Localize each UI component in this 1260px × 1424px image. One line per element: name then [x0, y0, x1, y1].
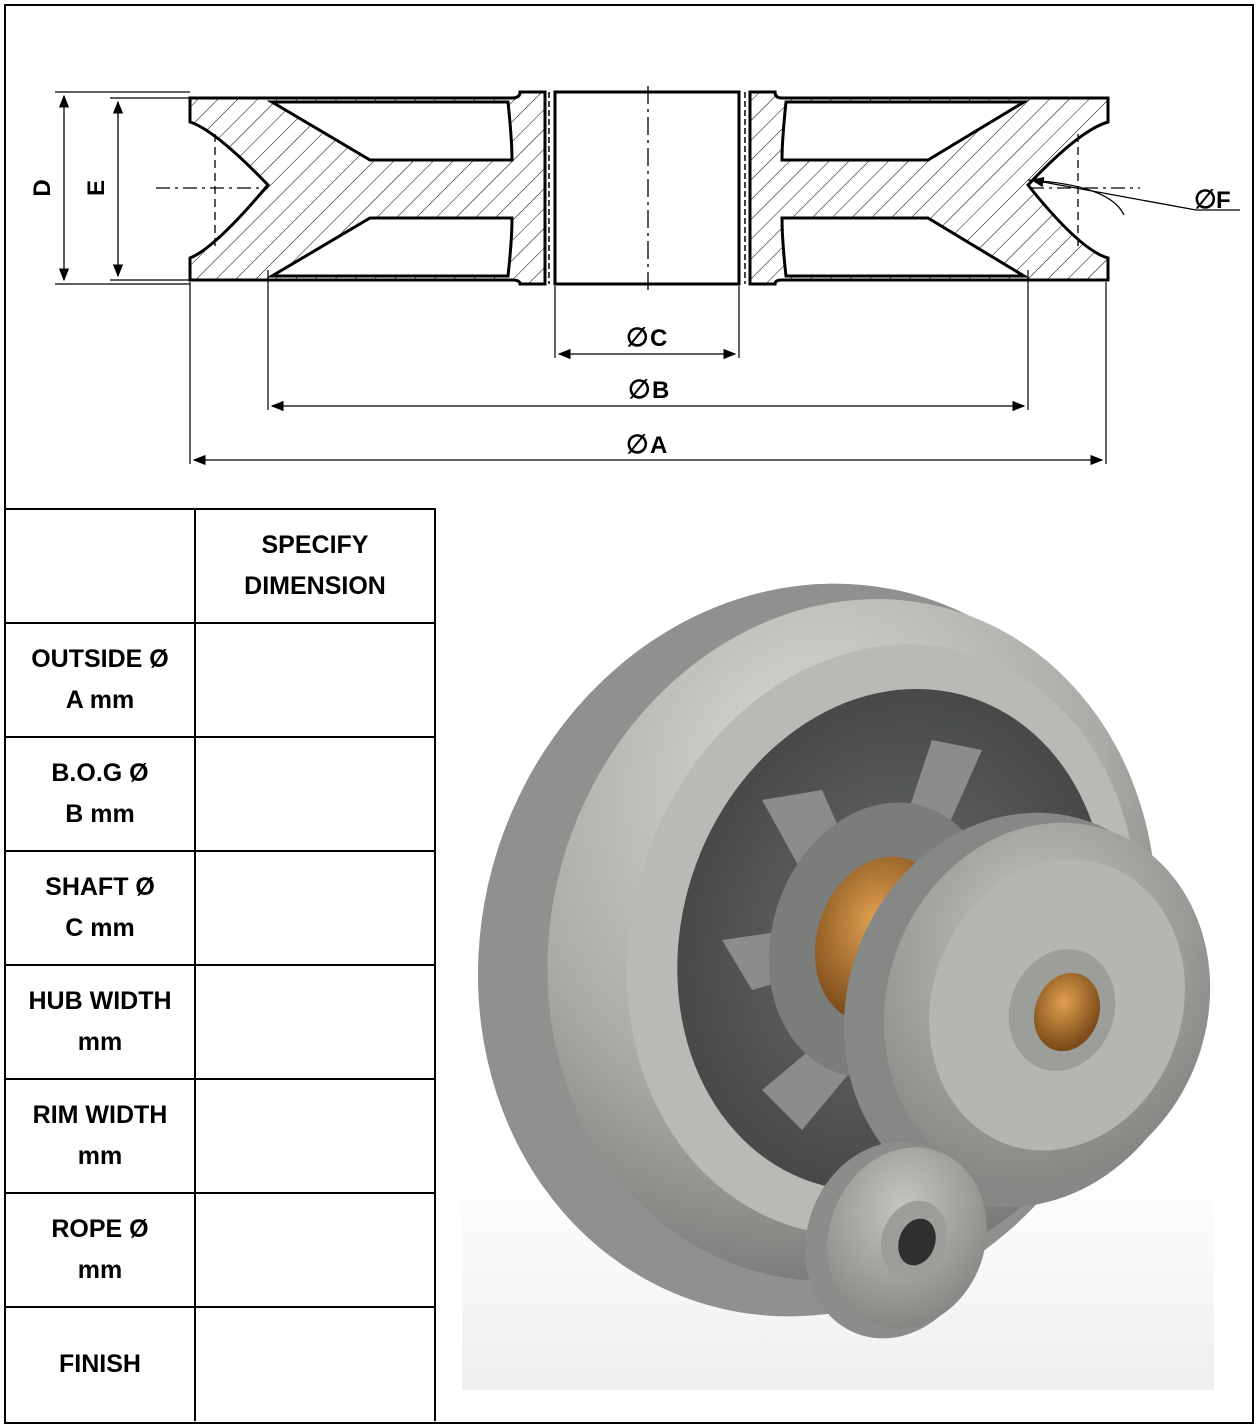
row-value-finish[interactable] [194, 1306, 436, 1421]
specification-table: SPECIFY DIMENSION OUTSIDE Ø A mm B.O.G Ø… [6, 508, 436, 1421]
row-value-hub-width[interactable] [194, 964, 436, 1080]
row-label-finish: FINISH [6, 1306, 196, 1421]
dim-b-label: B [652, 377, 669, 404]
section-right-web-lower [780, 216, 1030, 278]
row-value-outside[interactable] [194, 622, 436, 738]
pulley-3d-render [462, 583, 1214, 1390]
row-value-rim-width[interactable] [194, 1078, 436, 1194]
pulley-cross-section-drawing: D E ∅ F ∅ C ∅ B ∅ A [29, 86, 1240, 466]
row-label-hub-width: HUB WIDTH mm [6, 964, 196, 1080]
table-header-row: SPECIFY DIMENSION [6, 508, 436, 624]
table-row: RIM WIDTH mm [6, 1078, 436, 1194]
dim-a-label: A [650, 432, 667, 459]
table-row: HUB WIDTH mm [6, 964, 436, 1080]
table-row: FINISH [6, 1306, 436, 1421]
row-value-rope[interactable] [194, 1192, 436, 1308]
table-header-specify: SPECIFY DIMENSION [194, 508, 436, 624]
medium-pulley [843, 812, 1211, 1208]
row-label-outside: OUTSIDE Ø A mm [6, 622, 196, 738]
row-value-bog[interactable] [194, 736, 436, 852]
row-label-rim-width: RIM WIDTH mm [6, 1078, 196, 1194]
small-pulley [805, 1141, 987, 1339]
section-left-web-lower [266, 216, 514, 278]
row-label-bog: B.O.G Ø B mm [6, 736, 196, 852]
dim-e-label: E [83, 180, 110, 196]
table-header-empty [6, 508, 196, 624]
table-row: OUTSIDE Ø A mm [6, 622, 436, 738]
dim-d-label: D [29, 179, 56, 196]
table-row: SHAFT Ø C mm [6, 850, 436, 966]
dim-f-symbol: ∅ [1194, 184, 1217, 214]
dim-f-label: F [1216, 187, 1231, 214]
section-left-web-upper [266, 100, 514, 162]
dim-b-symbol: ∅ [628, 374, 651, 404]
table-row: ROPE Ø mm [6, 1192, 436, 1308]
row-label-shaft: SHAFT Ø C mm [6, 850, 196, 966]
dim-c-symbol: ∅ [626, 322, 649, 352]
dim-a-symbol: ∅ [626, 429, 649, 459]
dim-c-label: C [650, 325, 667, 352]
section-right-web-upper [780, 100, 1030, 162]
row-label-rope: ROPE Ø mm [6, 1192, 196, 1308]
row-value-shaft[interactable] [194, 850, 436, 966]
table-row: B.O.G Ø B mm [6, 736, 436, 852]
section-bore [553, 90, 741, 286]
